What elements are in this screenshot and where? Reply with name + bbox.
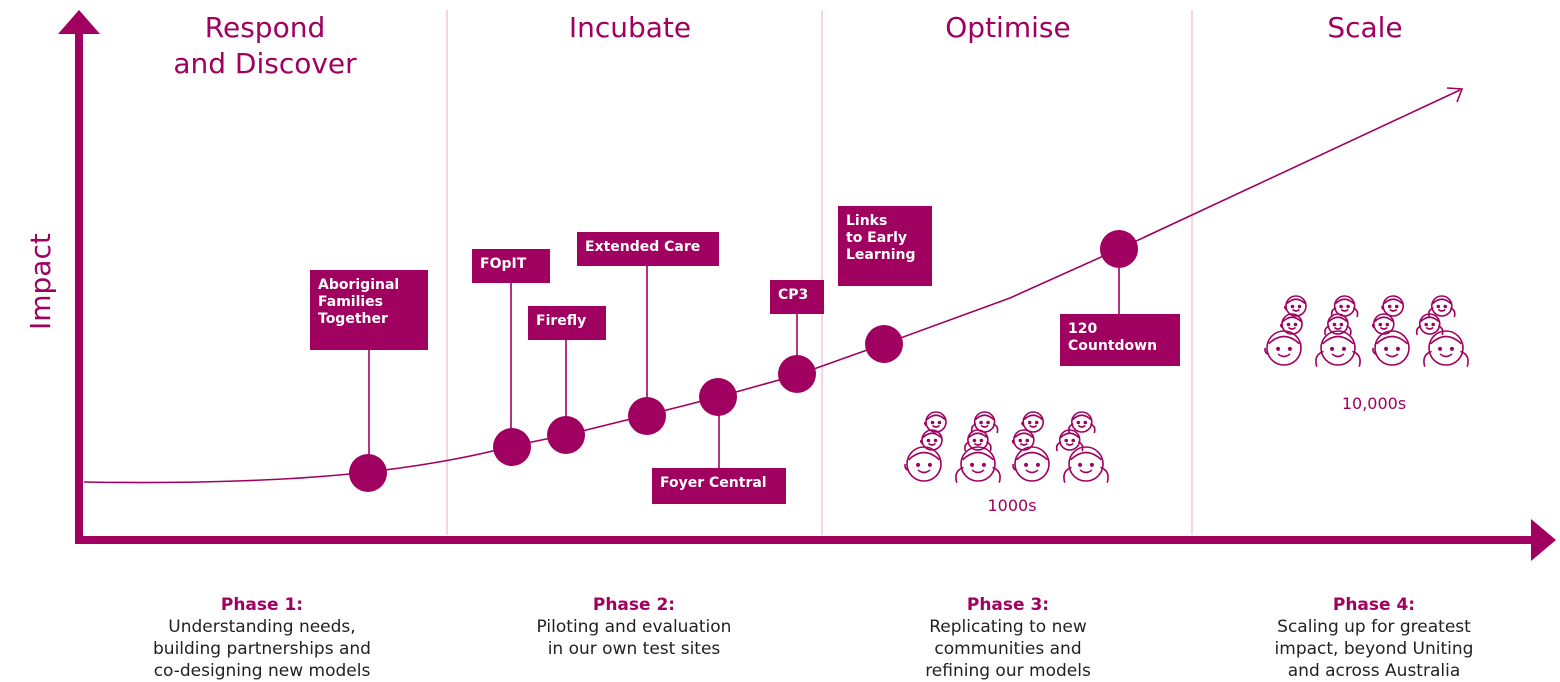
phase-1-name: Phase 1: bbox=[220, 595, 304, 615]
callout-120-countdown: 120 Countdown bbox=[1060, 314, 1180, 366]
phase-2-text: Piloting and evaluation in our own test … bbox=[536, 617, 732, 659]
phase-3-name: Phase 3: bbox=[966, 595, 1050, 615]
phase-4-description: Phase 4: Scaling up for greatest impact,… bbox=[1224, 594, 1524, 682]
dot-cp3 bbox=[778, 355, 816, 393]
stage-title-respond: Respond and Discover bbox=[173, 11, 357, 80]
stage-title-scale: Scale bbox=[1327, 11, 1403, 44]
y-axis-arrowhead bbox=[58, 10, 100, 34]
phase-4-name: Phase 4: bbox=[1332, 595, 1416, 615]
phase-1-text: Understanding needs, building partnershi… bbox=[153, 617, 371, 681]
callout-links-early-learning: Links to Early Learning bbox=[838, 206, 932, 286]
phase-2-description: Phase 2: Piloting and evaluation in our … bbox=[484, 594, 784, 660]
dot-firefly bbox=[547, 416, 585, 454]
child-icon-mid bbox=[1280, 313, 1303, 335]
phase-2-name: Phase 2: bbox=[592, 595, 676, 615]
dot-extended-care bbox=[628, 397, 666, 435]
child-icon-back bbox=[1330, 295, 1359, 318]
curve-arrowhead bbox=[1446, 87, 1464, 103]
child-icon-mid bbox=[1415, 313, 1444, 336]
child-icon-front bbox=[1264, 330, 1302, 366]
y-axis-label: Impact bbox=[24, 233, 57, 330]
dot-aboriginal-families bbox=[349, 454, 387, 492]
callout-foyer-central: Foyer Central bbox=[652, 468, 786, 504]
child-icon-mid bbox=[1371, 313, 1395, 335]
callout-fopit: FOpIT bbox=[472, 249, 550, 283]
dot-fopit bbox=[493, 428, 531, 466]
phase-4-text: Scaling up for greatest impact, beyond U… bbox=[1274, 617, 1474, 681]
child-icon-mid bbox=[920, 429, 943, 451]
phase-3-text: Replicating to new communities and refin… bbox=[925, 617, 1091, 681]
child-icon-front bbox=[955, 446, 1001, 483]
child-icon-back bbox=[1428, 295, 1456, 318]
child-icon-front bbox=[1063, 446, 1109, 483]
child-icon-front bbox=[1372, 330, 1410, 366]
children-icons-1000s bbox=[904, 411, 1109, 483]
phase-3-description: Phase 3: Replicating to new communities … bbox=[858, 594, 1158, 682]
population-label-10000s: 10,000s bbox=[1341, 394, 1407, 413]
callout-aboriginal-families: Aboriginal Families Together bbox=[310, 270, 428, 350]
child-icon-back bbox=[970, 411, 999, 434]
child-icon-front bbox=[1315, 330, 1361, 367]
child-icon-mid bbox=[1011, 429, 1035, 451]
child-icon-mid bbox=[1055, 429, 1084, 452]
child-icon-front bbox=[1423, 330, 1469, 367]
child-icon-mid bbox=[964, 429, 992, 452]
child-icon-back bbox=[1021, 411, 1044, 433]
dot-foyer-central bbox=[699, 378, 737, 416]
dot-120-countdown bbox=[1100, 230, 1138, 268]
population-label-1000s: 1000s bbox=[987, 496, 1037, 515]
callout-extended-care: Extended Care bbox=[577, 232, 719, 266]
stage-title-optimise: Optimise bbox=[945, 11, 1071, 44]
phase-1-description: Phase 1: Understanding needs, building p… bbox=[112, 594, 412, 682]
callout-firefly: Firefly bbox=[528, 306, 606, 340]
children-icons-10000s bbox=[1264, 295, 1469, 367]
x-axis-arrowhead bbox=[1531, 519, 1556, 561]
child-icon-mid bbox=[1324, 313, 1352, 336]
child-icon-back bbox=[924, 411, 947, 433]
dot-links-early-learning bbox=[865, 325, 903, 363]
child-icon-back bbox=[1284, 295, 1307, 317]
child-icon-back bbox=[1068, 411, 1096, 434]
milestone-dots bbox=[349, 230, 1138, 492]
callout-cp3: CP3 bbox=[770, 280, 824, 314]
child-icon-back bbox=[1381, 295, 1404, 317]
stage-title-incubate: Incubate bbox=[568, 11, 692, 44]
child-icon-front bbox=[1012, 446, 1050, 482]
child-icon-front bbox=[904, 446, 942, 482]
